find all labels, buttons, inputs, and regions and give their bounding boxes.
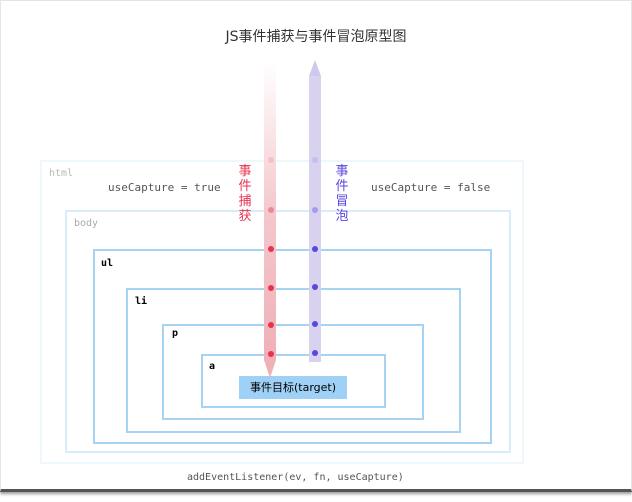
- bubble-dot: [312, 350, 318, 356]
- capture-dot: [268, 157, 274, 163]
- capture-dot: [268, 322, 274, 328]
- ul-label: ul: [101, 258, 114, 269]
- add-event-listener-signature: addEventListener(ev, fn, useCapture): [187, 472, 404, 483]
- li-label: li: [135, 296, 148, 307]
- bubble-dot: [312, 207, 318, 213]
- capture-dot: [268, 285, 274, 291]
- bubble-dot: [312, 284, 318, 290]
- body-box: [65, 210, 511, 453]
- bubble-dot: [312, 246, 318, 252]
- bubble-label: 事件冒泡: [335, 164, 349, 224]
- html-box: [40, 160, 524, 464]
- a-label: a: [209, 361, 216, 372]
- capture-dot: [268, 351, 274, 357]
- use-capture-false: useCapture = false: [371, 181, 491, 194]
- diagram-title: JS事件捕获与事件冒泡原型图: [225, 29, 407, 45]
- p-label: p: [172, 328, 179, 339]
- capture-dot: [268, 246, 274, 252]
- a-box: [201, 354, 386, 408]
- bubble-arrow-shaft: [309, 76, 321, 362]
- bubble-dot: [312, 321, 318, 327]
- capture-arrow-head: [264, 360, 276, 378]
- capture-dot: [268, 207, 274, 213]
- li-box: [126, 288, 461, 433]
- event-target: 事件目标(target): [239, 376, 347, 399]
- body-label: body: [74, 218, 99, 229]
- ul-box: [93, 249, 492, 444]
- use-capture-true: useCapture = true: [108, 181, 221, 194]
- capture-label: 事件捕获: [238, 164, 252, 224]
- bubble-arrow-head: [309, 60, 321, 76]
- bubble-dot: [312, 157, 318, 163]
- html-label: html: [49, 168, 74, 179]
- p-box: [162, 324, 424, 420]
